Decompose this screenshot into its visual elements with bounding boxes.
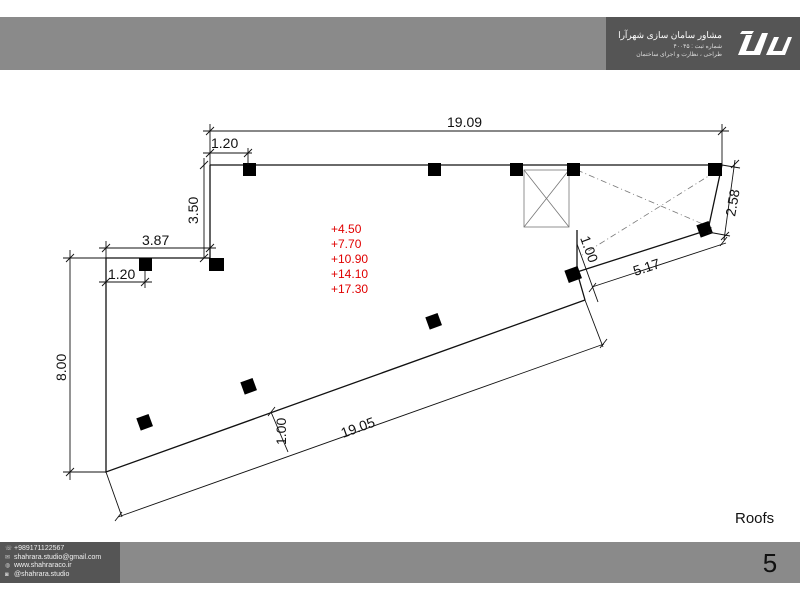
contact-email[interactable]: ✉shahrara.studio@gmail.com — [5, 554, 120, 563]
instagram-icon: ◙ — [5, 571, 9, 578]
level-3: +10.90 — [331, 252, 368, 266]
plan-label: Roofs — [735, 510, 775, 527]
contact-website-text: www.shahraraco.ir — [14, 562, 72, 570]
void-openings — [523, 169, 716, 256]
contact-box: ☏+989171122567 ✉shahrara.studio@gmail.co… — [0, 542, 120, 583]
contact-instagram-text: @shahrara.studio — [14, 570, 70, 578]
shahrara-logo-icon — [738, 31, 792, 55]
footer-bar — [0, 542, 800, 583]
contact-phone[interactable]: ☏+989171122567 — [5, 545, 120, 554]
contact-email-text: shahrara.studio@gmail.com — [14, 553, 102, 561]
brand-registration: شماره ثبت : ۴۰۰۴۵ — [673, 44, 722, 50]
dim-bottom-length: 19.05 — [339, 414, 378, 441]
brand-box: مشاور سامان سازی شهرآرا شماره ثبت : ۴۰۰۴… — [606, 17, 800, 70]
dim-top-width: 19.09 — [447, 114, 482, 130]
dim-right-height: 2.58 — [722, 188, 743, 218]
dimension-lines — [63, 124, 741, 522]
level-4: +14.10 — [331, 267, 368, 281]
contact-phone-text: +989171122567 — [14, 545, 65, 552]
dim-bottom-offset: 1.00 — [273, 418, 289, 445]
brand-tagline: طراحی ، نظارت و اجرای ساختمان — [636, 52, 722, 58]
page-number: 5 — [762, 548, 778, 578]
phone-icon: ☏ — [5, 546, 13, 552]
dim-left-step-width: 3.87 — [142, 232, 169, 248]
globe-icon: ◍ — [5, 563, 11, 570]
level-1: +4.50 — [331, 222, 362, 236]
brand-title: مشاور سامان سازی شهرآرا — [618, 30, 722, 40]
contact-website[interactable]: ◍www.shahraraco.ir — [5, 562, 120, 571]
dim-left-step-height: 3.50 — [185, 197, 201, 224]
dim-right-offset: 1.00 — [577, 234, 601, 265]
dim-top-offset: 1.20 — [211, 135, 238, 151]
level-2: +7.70 — [331, 237, 362, 251]
dim-left-inner-offset: 1.20 — [108, 266, 135, 282]
columns — [136, 163, 722, 431]
email-icon: ✉ — [5, 554, 11, 561]
contact-instagram[interactable]: ◙ @shahrara.studio — [5, 571, 120, 580]
dim-left-height: 8.00 — [53, 354, 69, 381]
level-list: +4.50 +7.70 +10.90 +14.10 +17.30 — [331, 222, 368, 296]
dim-right-length: 5.17 — [631, 255, 662, 279]
level-5: +17.30 — [331, 282, 368, 296]
